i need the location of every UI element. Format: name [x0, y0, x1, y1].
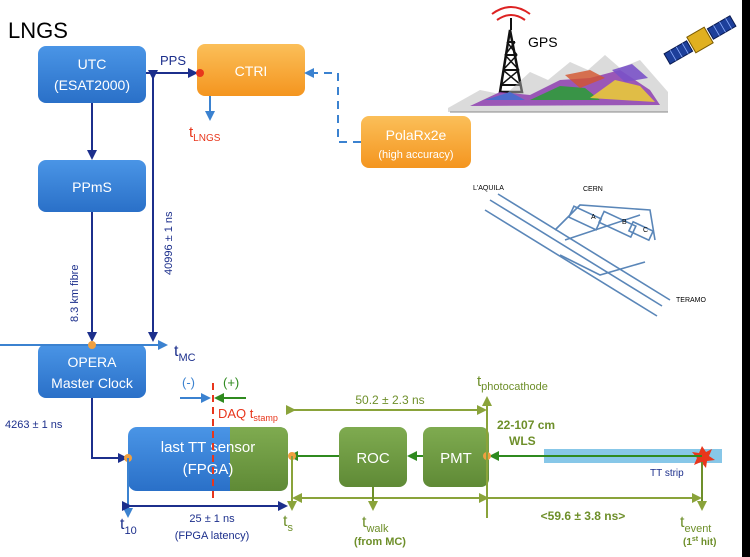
- delay-4263-label: 4263 ± 1 ns: [5, 419, 63, 431]
- roc-box: [339, 427, 407, 487]
- ppms-box: [38, 160, 146, 212]
- t-mc-label: tMC: [174, 343, 196, 364]
- pmt-label: PMT: [440, 450, 472, 467]
- ctri-input-dot: [196, 69, 204, 77]
- utc-label: UTC: [78, 56, 107, 72]
- t-photocathode-label: tphotocathode: [477, 373, 548, 393]
- tmc-dot: [88, 341, 96, 349]
- map-label-hall-c: C: [643, 227, 648, 234]
- twalk-note: (from MC): [354, 536, 406, 548]
- delay-59-label: <59.6 ± 3.8 ns>: [541, 509, 626, 523]
- master-clock-label: Master Clock: [51, 375, 134, 391]
- map-label-teramo: TERAMO: [676, 297, 707, 304]
- opera-label: OPERA: [67, 354, 117, 370]
- last-tt-sensor-green-part: [230, 427, 288, 491]
- tevent-note: (1st hit): [683, 536, 716, 548]
- polarx-box: [361, 116, 471, 168]
- hit-burst-icon: [692, 446, 715, 468]
- wls-length-label: 22-107 cm: [497, 418, 555, 432]
- daq-tstamp-label: DAQ tstamp: [218, 406, 278, 423]
- minus-label: (-): [182, 375, 195, 390]
- roc-label: ROC: [356, 450, 390, 467]
- tevent-label: tevent: [680, 514, 711, 535]
- t10-label: t10: [120, 516, 137, 537]
- fpga-latency-value: 25 ± 1 ns: [189, 513, 235, 525]
- utc-model-label: (ESAT2000): [54, 77, 130, 93]
- ts-label: ts: [283, 513, 293, 534]
- utc-box: [38, 46, 146, 103]
- page-title: LNGS: [8, 18, 68, 43]
- pmt-box: [423, 427, 489, 487]
- pps-label: PPS: [160, 53, 186, 68]
- ctri-box: [197, 44, 305, 96]
- polarx-to-ctri-dashed-arrow: [304, 68, 361, 143]
- ppms-label: PPmS: [72, 179, 112, 195]
- fpga-latency-label: (FPGA latency): [175, 530, 250, 542]
- fibre-label: 8.3 km fibre: [69, 265, 81, 322]
- tt-strip-label: TT strip: [650, 468, 684, 479]
- opera-master-clock-box: [38, 344, 146, 398]
- delay-50-label: 50.2 ± 2.3 ns: [355, 393, 424, 407]
- mountain-map-image: [448, 55, 668, 113]
- gps-label: GPS: [528, 34, 558, 50]
- delay-40996-label: 40996 ± 1 ns: [163, 211, 175, 275]
- last-tt-sensor-label: last TT sensor: [161, 439, 255, 456]
- polarx-label: PolaRx2e: [386, 127, 447, 143]
- map-label-hall-a: A: [591, 214, 596, 221]
- lab-map-image: [484, 193, 671, 317]
- twalk-label: twalk: [362, 514, 389, 535]
- polarx-accuracy-label: (high accuracy): [378, 149, 453, 161]
- map-label-cern: CERN: [583, 186, 603, 193]
- plus-label: (+): [223, 375, 239, 390]
- t-lngs-label: tLNGS: [189, 124, 221, 144]
- map-label-hall-b: B: [622, 219, 627, 226]
- wls-label: WLS: [509, 434, 536, 448]
- satellite-icon: [663, 15, 737, 65]
- ctri-label: CTRI: [235, 63, 268, 79]
- opera-to-tt-arrow: [91, 398, 128, 463]
- fpga-label: (FPGA): [183, 461, 234, 478]
- map-label-laquila: L'AQUILA: [473, 185, 504, 192]
